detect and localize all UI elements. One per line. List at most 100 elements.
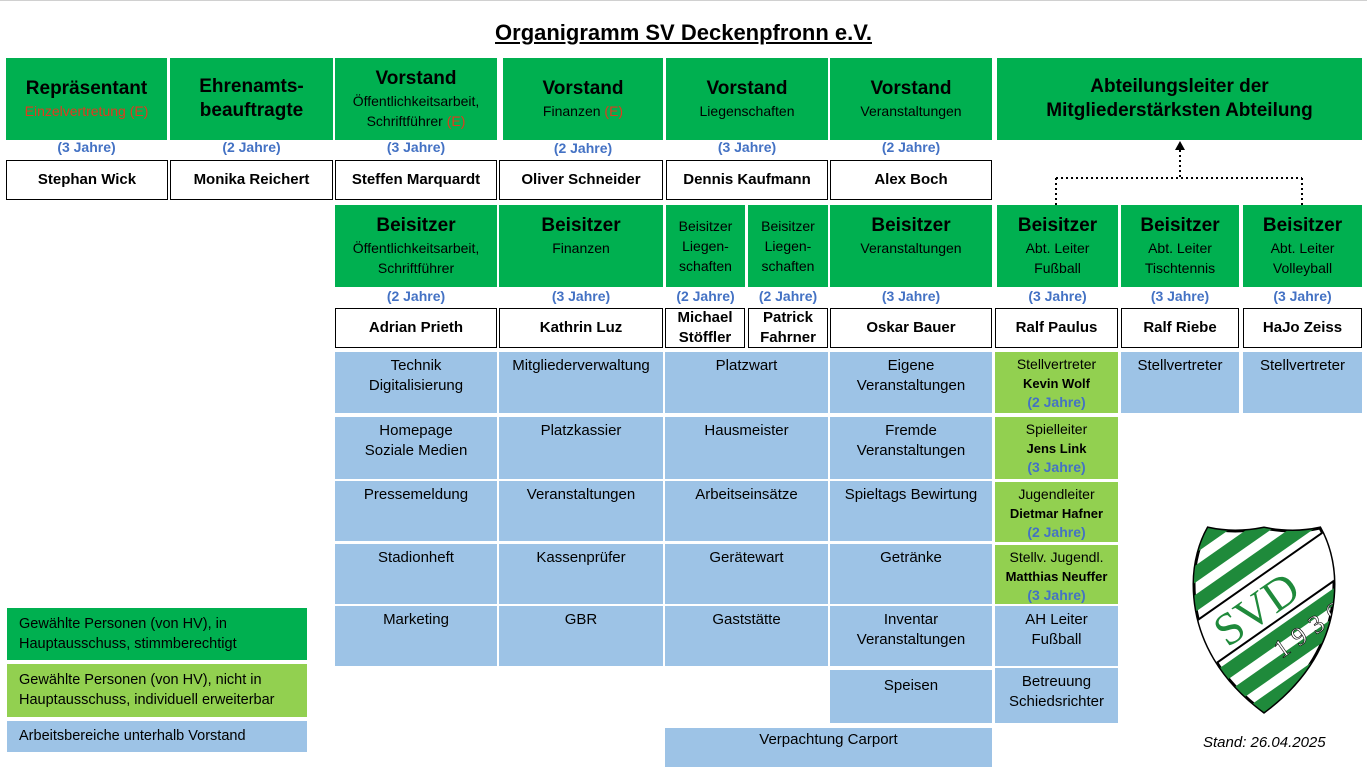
header-sub-line2: Schriftführer <box>366 113 443 129</box>
beisitzer-volleyball: Beisitzer Abt. Leiter Volleyball <box>1243 205 1362 287</box>
term-years: (2 Jahre) <box>758 288 818 304</box>
area-box: Homepage Soziale Medien <box>335 417 497 479</box>
legend-item-blue: Arbeitsbereiche unterhalb Vorstand <box>7 721 307 752</box>
beisitzer-title: Beisitzer <box>541 215 621 236</box>
club-crest-logo: SVD 1936 <box>1192 526 1336 714</box>
beisitzer-title: Beisitzer <box>1017 215 1098 236</box>
term-years: (2 Jahre) <box>386 288 446 304</box>
area-box: Betreuung Schiedsrichter <box>995 668 1118 723</box>
role-person: Dietmar Hafner <box>1009 506 1104 521</box>
person-name: Oliver Schneider <box>499 160 663 200</box>
role-label: Stellvertreter <box>1016 356 1097 372</box>
beisitzer-sub-line2: Tischtennis <box>1144 260 1216 276</box>
area-box: Stadionheft <box>335 544 497 604</box>
person-name: Ralf Paulus <box>995 308 1118 348</box>
term-years: (3 Jahre) <box>1027 587 1086 603</box>
area-box: Stellvertreter <box>1121 352 1239 413</box>
area-box: Spieltags Bewirtung <box>830 481 992 541</box>
area-box-carport: Verpachtung Carport <box>665 728 992 767</box>
term-years: (2 Jahre) <box>1027 394 1086 410</box>
person-last-name: Fahrner <box>760 329 816 346</box>
beisitzer-sub-line2: Schriftführer <box>377 260 455 276</box>
area-box: AH Leiter Fußball <box>995 606 1118 666</box>
term-years: (2 Jahre) <box>222 139 281 155</box>
person-first-name: Patrick <box>762 309 814 326</box>
area-box: Pressemeldung <box>335 481 497 541</box>
role-label: Spielleiter <box>1025 421 1088 437</box>
arrow-up-icon <box>1175 141 1185 150</box>
area-box: Fremde Veranstaltungen <box>830 417 992 479</box>
area-box: Gerätewart <box>665 544 828 604</box>
beisitzer-veranstaltungen: Beisitzer Veranstaltungen <box>830 205 992 287</box>
beisitzer-sub: Abt. Leiter <box>1025 240 1090 256</box>
beisitzer-sub: Liegen- <box>764 238 812 254</box>
beisitzer-sub: Veranstaltungen <box>860 240 962 256</box>
term-years: (3 Jahre) <box>717 139 777 155</box>
header-title: Vorstand <box>375 68 457 89</box>
beisitzer-title: Beisitzer <box>1140 215 1220 236</box>
term-years: (3 Jahre) <box>1028 288 1087 304</box>
person-name: Stephan Wick <box>6 160 168 200</box>
area-box: Kassenprüfer <box>499 544 663 604</box>
area-box: Arbeitseinsätze <box>665 481 828 541</box>
beisitzer-fussball: Beisitzer Abt. Leiter Fußball <box>997 205 1118 287</box>
header-note: (E) <box>604 103 624 119</box>
stand-date: Stand: 26.04.2025 <box>1203 734 1326 751</box>
role-person: Jens Link <box>1026 441 1087 456</box>
header-vorstand-veranstaltungen: Vorstand Veranstaltungen <box>830 58 992 140</box>
header-title: Ehrenamts- <box>199 76 304 97</box>
beisitzer-sub: Abt. Leiter <box>1270 240 1335 256</box>
dotted-connector <box>1055 141 1303 206</box>
person-name: Adrian Prieth <box>335 308 497 348</box>
header-title: Abteilungsleiter der <box>1090 76 1269 97</box>
area-box: Mitgliederverwaltung <box>499 352 663 413</box>
person-name: Ralf Riebe <box>1121 308 1239 348</box>
term-years: (3 Jahre) <box>881 288 941 304</box>
beisitzer-liegenschaften-1: Beisitzer Liegen- schaften <box>666 205 745 287</box>
beisitzer-title: Beisitzer <box>1262 215 1343 236</box>
legend-item-light-green: Gewählte Personen (von HV), nicht in Hau… <box>7 664 307 717</box>
header-vorstand-liegenschaften: Vorstand Liegenschaften <box>666 58 828 140</box>
area-box: Platzwart <box>665 352 828 413</box>
header-title: Vorstand <box>870 78 952 99</box>
beisitzer-liegenschaften-2: Beisitzer Liegen- schaften <box>748 205 828 287</box>
area-box: Gaststätte <box>665 606 828 666</box>
beisitzer-sub-line2: schaften <box>761 258 815 274</box>
header-abteilungsleiter: Abteilungsleiter der Mitgliederstärksten… <box>997 58 1362 140</box>
header-sub: Öffentlichkeitsarbeit, <box>352 93 480 109</box>
area-box: Speisen <box>830 670 992 723</box>
header-title-line2: Mitgliederstärksten Abteilung <box>1046 100 1313 121</box>
person-name: Monika Reichert <box>170 160 333 200</box>
term-years: (3 Jahre) <box>1150 288 1210 304</box>
page-title: Organigramm SV Deckenpfronn e.V. <box>495 20 872 45</box>
person-last-name: Stöffler <box>678 329 732 346</box>
header-sub: Liegenschaften <box>699 103 795 119</box>
header-ehrenamt: Ehrenamts- beauftragte <box>170 58 333 140</box>
role-label: Jugendleiter <box>1018 486 1095 502</box>
header-sub: Veranstaltungen <box>860 103 962 119</box>
role-person: Kevin Wolf <box>1023 376 1090 391</box>
beisitzer-sub: Finanzen <box>552 240 610 256</box>
area-box: Platzkassier <box>499 417 663 479</box>
fussball-role-box: Stellv. Jugendl. Matthias Neuffer (3 Jah… <box>995 545 1118 604</box>
beisitzer-tischtennis: Beisitzer Abt. Leiter Tischtennis <box>1121 205 1239 287</box>
person-name: Michael Stöffler <box>665 308 745 348</box>
beisitzer-oeffentlichkeit: Beisitzer Öffentlichkeitsarbeit, Schrift… <box>335 205 497 287</box>
beisitzer-finanzen: Beisitzer Finanzen <box>499 205 663 287</box>
person-name: Kathrin Luz <box>499 308 663 348</box>
header-title-line2: beauftragte <box>199 100 304 121</box>
person-name: Dennis Kaufmann <box>666 160 828 200</box>
header-title: Vorstand <box>542 78 624 99</box>
header-note: (E) <box>446 113 466 129</box>
area-box: Eigene Veranstaltungen <box>830 352 992 413</box>
header-sub: Finanzen <box>542 103 601 119</box>
header-vorstand-oeffentlichkeit: Vorstand Öffentlichkeitsarbeit, Schriftf… <box>335 58 497 140</box>
person-name: Steffen Marquardt <box>335 160 497 200</box>
area-box: Getränke <box>830 544 992 604</box>
term-years: (3 Jahre) <box>1027 459 1086 475</box>
header-title: Repräsentant <box>25 78 148 99</box>
person-name: Alex Boch <box>830 160 992 200</box>
area-box: GBR <box>499 606 663 666</box>
area-box: Marketing <box>335 606 497 666</box>
beisitzer-sub-line2: Volleyball <box>1272 260 1333 276</box>
